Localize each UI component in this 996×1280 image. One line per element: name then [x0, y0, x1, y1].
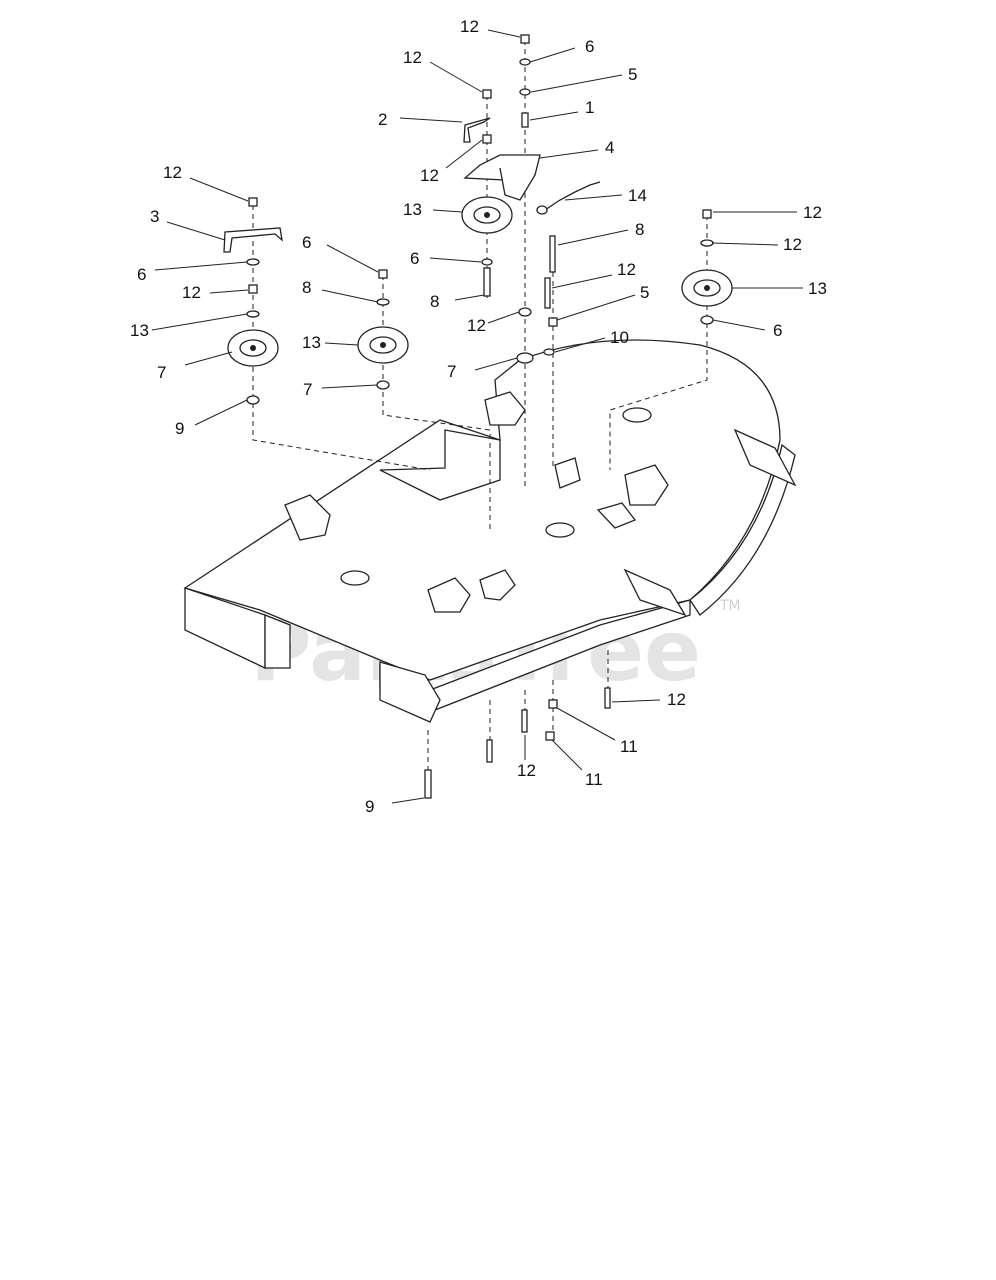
callout-label: 12 — [182, 283, 201, 302]
callout-label: 4 — [605, 138, 614, 157]
callout-label: 1 — [585, 98, 594, 117]
callout-label: 13 — [403, 200, 422, 219]
callout-label: 14 — [628, 186, 647, 205]
idler-pulley-center — [461, 196, 513, 234]
hardware — [223, 34, 714, 799]
callout-label: 11 — [620, 737, 638, 756]
callout-label: 7 — [157, 363, 166, 382]
callout-label: 13 — [302, 333, 321, 352]
callout-label: 7 — [303, 380, 312, 399]
callout-label: 12 — [517, 761, 536, 780]
mower-deck-body — [183, 339, 797, 723]
callout-label: 8 — [302, 278, 311, 297]
idler-pulley-left — [227, 329, 279, 367]
callout-label: 7 — [447, 362, 456, 381]
callout-label: 12 — [667, 690, 686, 709]
callout-label: 8 — [635, 220, 644, 239]
idler-pulley-right — [681, 269, 733, 307]
callout-label: 6 — [302, 233, 311, 252]
callout-label: 12 — [783, 235, 802, 254]
callout-label: 12 — [460, 17, 479, 36]
callout-label: 6 — [773, 321, 782, 340]
callout-label: 13 — [808, 279, 827, 298]
callout-label: 11 — [585, 770, 603, 789]
callout-label: 6 — [137, 265, 146, 284]
callout-label: 2 — [378, 110, 387, 129]
idler-pulley-center-left — [357, 326, 409, 364]
callout-label: 10 — [610, 328, 629, 347]
watermark-trademark: TM — [719, 598, 741, 614]
callout-label: 5 — [628, 65, 637, 84]
callout-label: 12 — [163, 163, 182, 182]
callout-labels: 12 6 12 5 2 1 4 12 12 14 3 13 12 8 6 12 … — [130, 17, 827, 816]
callout-label: 5 — [640, 283, 649, 302]
callout-label: 12 — [617, 260, 636, 279]
callout-label: 12 — [403, 48, 422, 67]
callout-label: 8 — [430, 292, 439, 311]
callout-label: 6 — [410, 249, 419, 268]
leader-lines — [151, 29, 803, 804]
callout-label: 12 — [467, 316, 486, 335]
callout-label: 9 — [175, 419, 184, 438]
callout-label: 12 — [803, 203, 822, 222]
callout-label: 9 — [365, 797, 374, 816]
callout-label: 3 — [150, 207, 159, 226]
callout-label: 13 — [130, 321, 149, 340]
callout-label: 6 — [585, 37, 594, 56]
callout-label: 12 — [420, 166, 439, 185]
